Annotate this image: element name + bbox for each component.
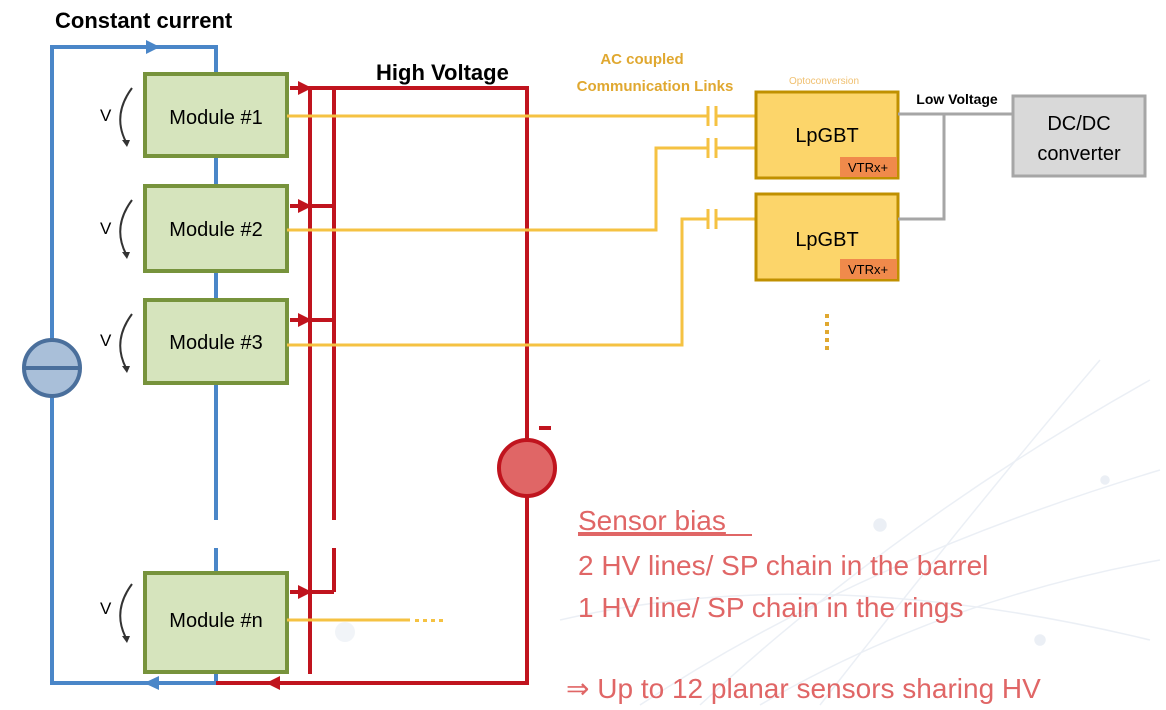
dcdc-converter: DC/DC converter: [1011, 94, 1147, 178]
module-label: Module #n: [169, 610, 262, 632]
ac-coupled-label-line1: AC coupled: [600, 51, 683, 68]
svg-text:V: V: [100, 599, 112, 618]
ac-capacitors: [706, 106, 718, 229]
notes-title: Sensor bias: [578, 505, 726, 536]
voltage-indicator-2: V: [100, 199, 133, 259]
lpgbt-box-2: LpGBT VTRx+: [754, 192, 900, 282]
vtrx-badge-label: VTRx+: [848, 160, 888, 175]
dcdc-label-line2: converter: [1037, 143, 1121, 165]
voltage-indicator-3: V: [100, 313, 133, 373]
constant-current-dots: [213, 524, 219, 544]
module-label: Module #3: [169, 332, 262, 354]
current-arrow-top: [146, 40, 160, 54]
voltage-indicator-1: V: [100, 87, 133, 147]
module-3: Module #3: [143, 298, 289, 385]
lpgbt-box-1: LpGBT VTRx+: [754, 90, 900, 180]
constant-current-label: Constant current: [55, 8, 233, 33]
dcdc-label-line1: DC/DC: [1047, 113, 1110, 135]
link-dots: [415, 619, 443, 622]
current-arrow-bottom: [144, 676, 159, 690]
svg-text:V: V: [100, 331, 112, 350]
ac-coupled-label-line2: Communication Links: [577, 78, 734, 95]
voltage-indicator-n: V: [100, 583, 133, 643]
module-label: Module #1: [169, 107, 262, 129]
low-voltage-wiring: [898, 112, 1013, 221]
notes-line3: ⇒ Up to 12 planar sensors sharing HV: [566, 673, 1041, 704]
hv-source-symbol: [497, 426, 557, 498]
low-voltage-label: Low Voltage: [916, 91, 998, 107]
sensor-bias-notes: Sensor bias 2 HV lines/ SP chain in the …: [566, 505, 1041, 704]
constant-current-loop: [50, 45, 218, 685]
lpgbt-label: LpGBT: [795, 125, 858, 147]
hv-arrows: [266, 81, 312, 690]
background-decoration: [335, 359, 1161, 706]
module-2: Module #2: [143, 184, 289, 273]
module-n: Module #n: [143, 571, 289, 674]
svg-text:V: V: [100, 219, 112, 238]
module-1: Module #1: [143, 72, 289, 158]
lpgbt-continuation-dots: [825, 314, 829, 350]
notes-line2: 1 HV line/ SP chain in the rings: [578, 592, 963, 623]
vtrx-badge: [840, 157, 897, 177]
communication-links: [287, 114, 756, 622]
high-voltage-label: High Voltage: [376, 60, 509, 85]
lpgbt-label: LpGBT: [795, 229, 858, 251]
module-label: Module #2: [169, 219, 262, 241]
vtrx-badge-label: VTRx+: [848, 262, 888, 277]
vtrx-badge: [840, 259, 897, 279]
current-source-symbol: [22, 338, 82, 398]
optoconversion-label: Optoconversion: [789, 76, 859, 87]
svg-text:V: V: [100, 106, 112, 125]
notes-line1: 2 HV lines/ SP chain in the barrel: [578, 550, 988, 581]
hv-dots: [331, 524, 337, 544]
